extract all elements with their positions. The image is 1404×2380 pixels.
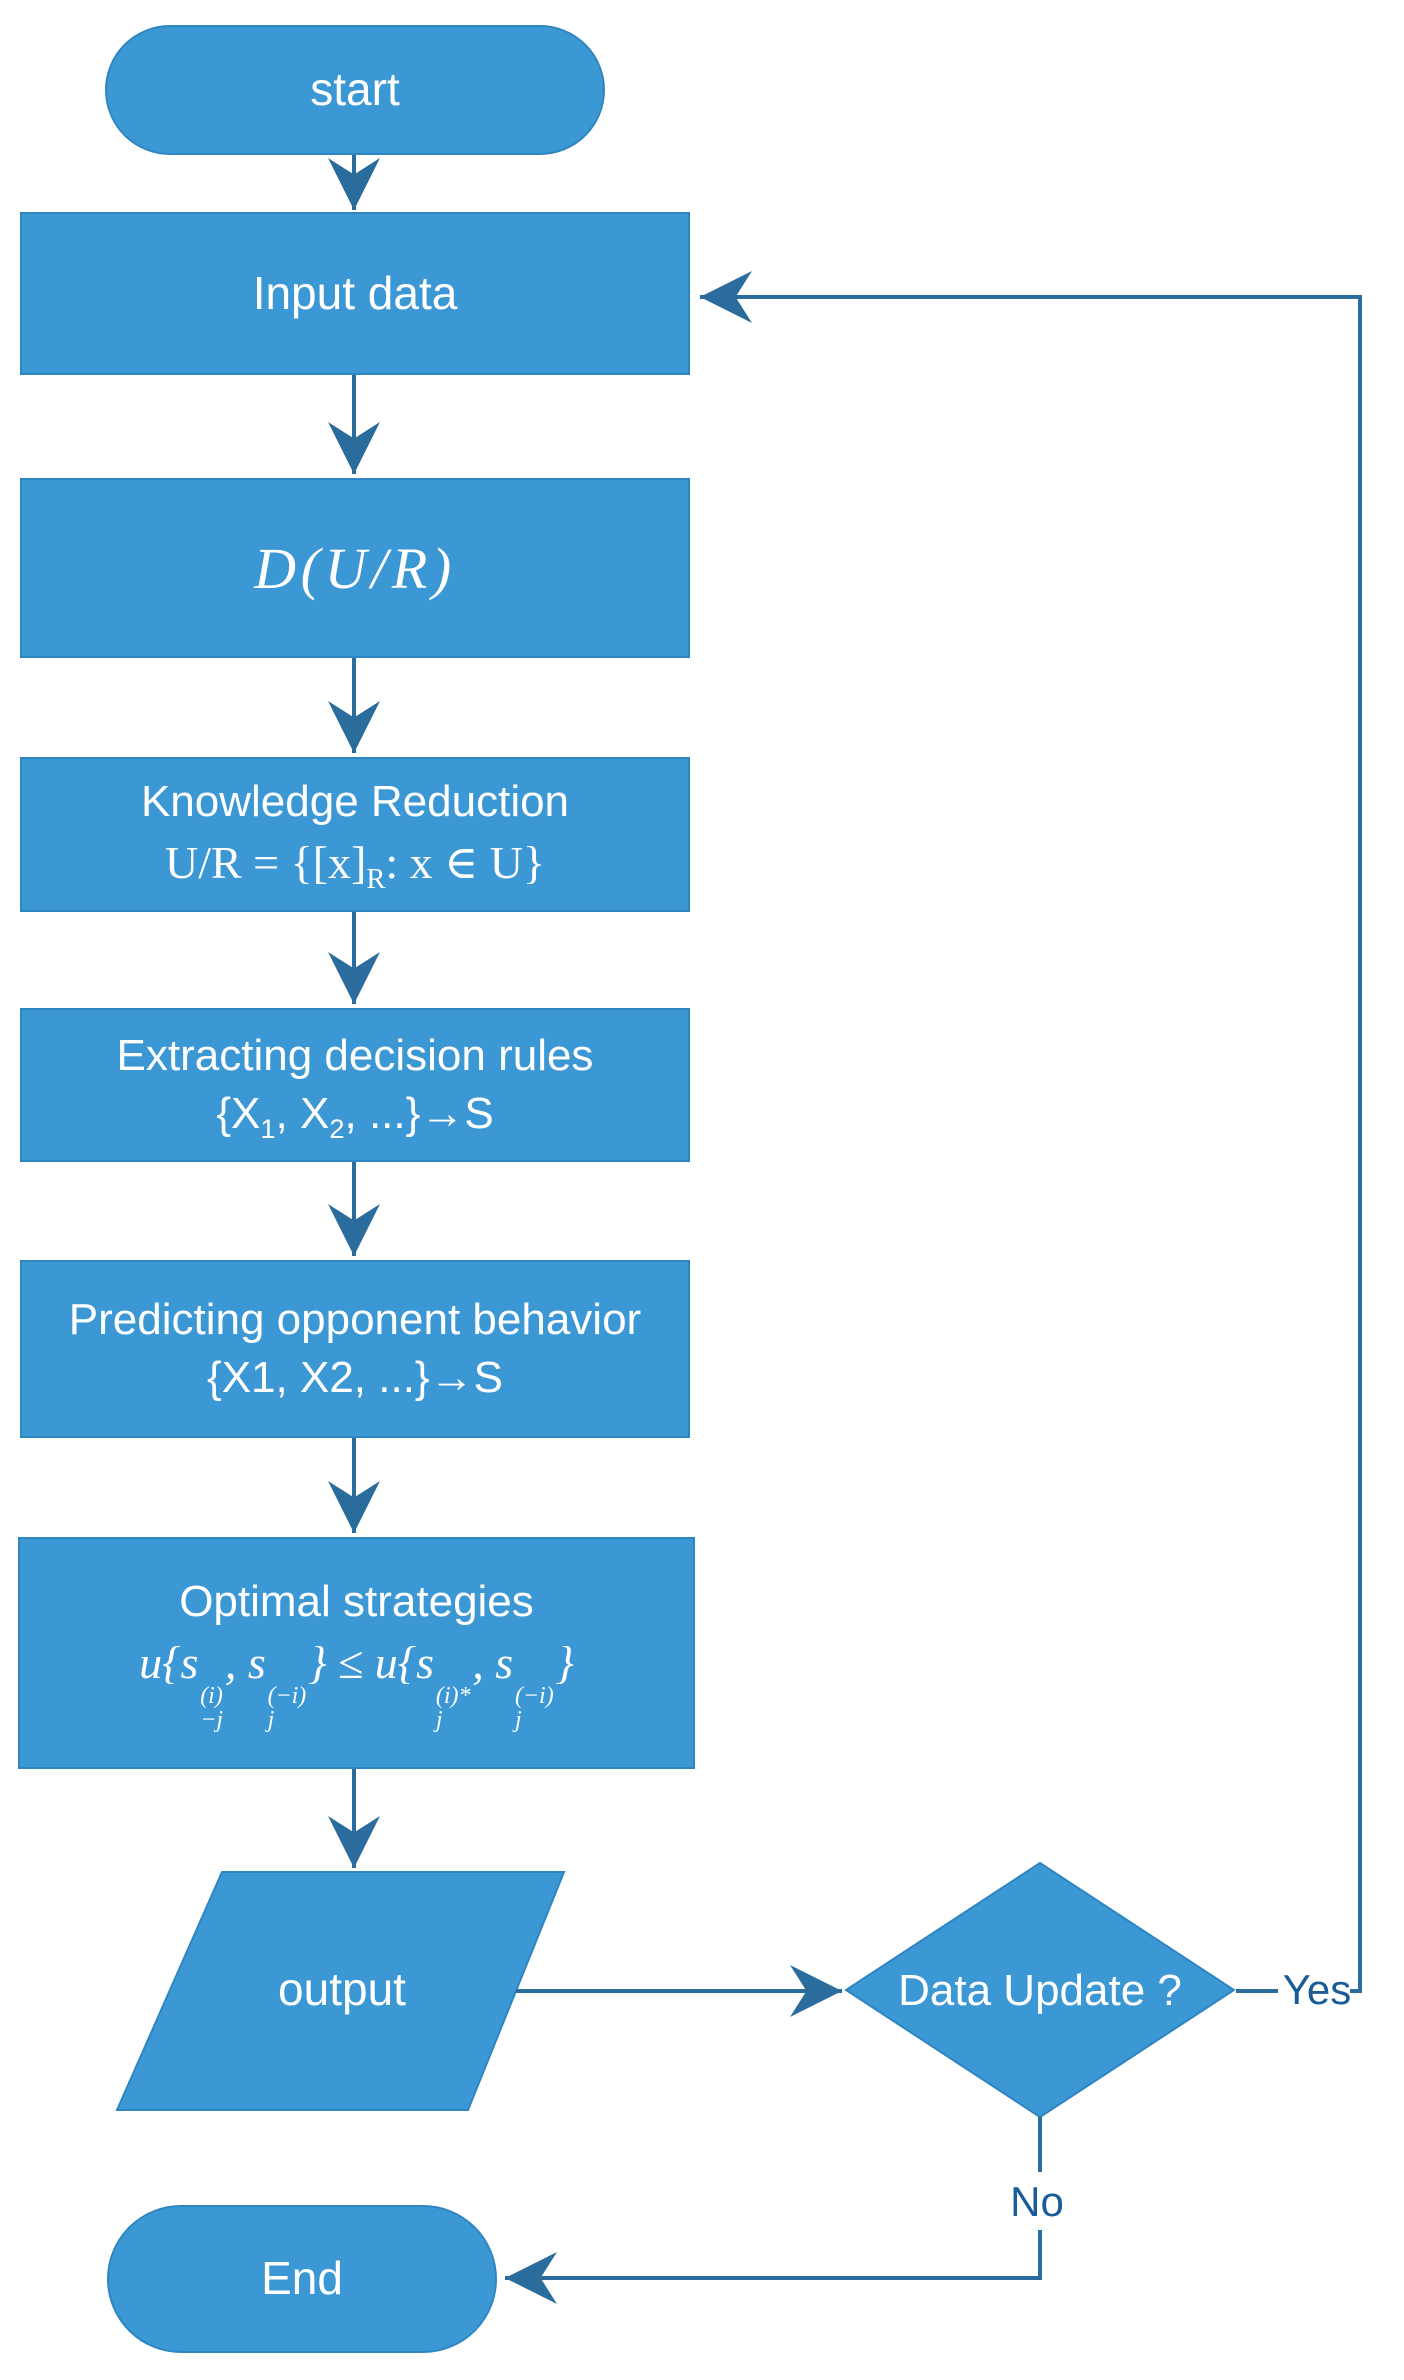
output-label: output	[278, 1963, 406, 2016]
predicting-behavior-title: Predicting opponent behavior	[68, 1294, 642, 1344]
input-data-label: Input data	[252, 266, 458, 319]
extracting-rules-title: Extracting decision rules	[116, 1030, 594, 1080]
decision-label: Data Update ?	[898, 1966, 1182, 2016]
optimal-strategies-formula: u{s(i)−j, s(−i)j} ≤ u{s(i)*j, s(−i)j}	[139, 1637, 574, 1734]
knowledge-reduction-formula: U/R = {[x]R: x ∈ U}	[164, 836, 545, 895]
node-predicting-behavior: Predicting opponent behavior {X1, X2, ..…	[20, 1260, 690, 1438]
node-extracting-rules: Extracting decision rules {X1, X2, ...}→…	[20, 1008, 690, 1162]
node-end: End	[107, 2205, 497, 2353]
d-u-r-label: D(U/R)	[254, 535, 456, 601]
arrow-yes-feedback-to-input	[700, 271, 1362, 1993]
knowledge-reduction-title: Knowledge Reduction	[140, 776, 570, 826]
arrow-no-to-end	[505, 2230, 1042, 2304]
node-start: start	[105, 25, 605, 155]
extracting-rules-formula: {X1, X2, ...}→S	[216, 1088, 494, 1144]
node-knowledge-reduction: Knowledge Reduction U/R = {[x]R: x ∈ U}	[20, 757, 690, 912]
node-input-data: Input data	[20, 212, 690, 375]
predicting-behavior-formula: {X1, X2, ...}→S	[207, 1352, 503, 1402]
output-parallelogram-shape	[115, 1871, 566, 2111]
no-edge-label: No	[1010, 2178, 1064, 2225]
optimal-strategies-title: Optimal strategies	[179, 1576, 534, 1626]
yes-edge-label: Yes	[1282, 1966, 1352, 2013]
node-optimal-strategies: Optimal strategies u{s(i)−j, s(−i)j} ≤ u…	[18, 1537, 695, 1769]
start-label: start	[310, 63, 400, 116]
node-d-u-r: D(U/R)	[20, 478, 690, 658]
end-label: End	[261, 2252, 343, 2305]
